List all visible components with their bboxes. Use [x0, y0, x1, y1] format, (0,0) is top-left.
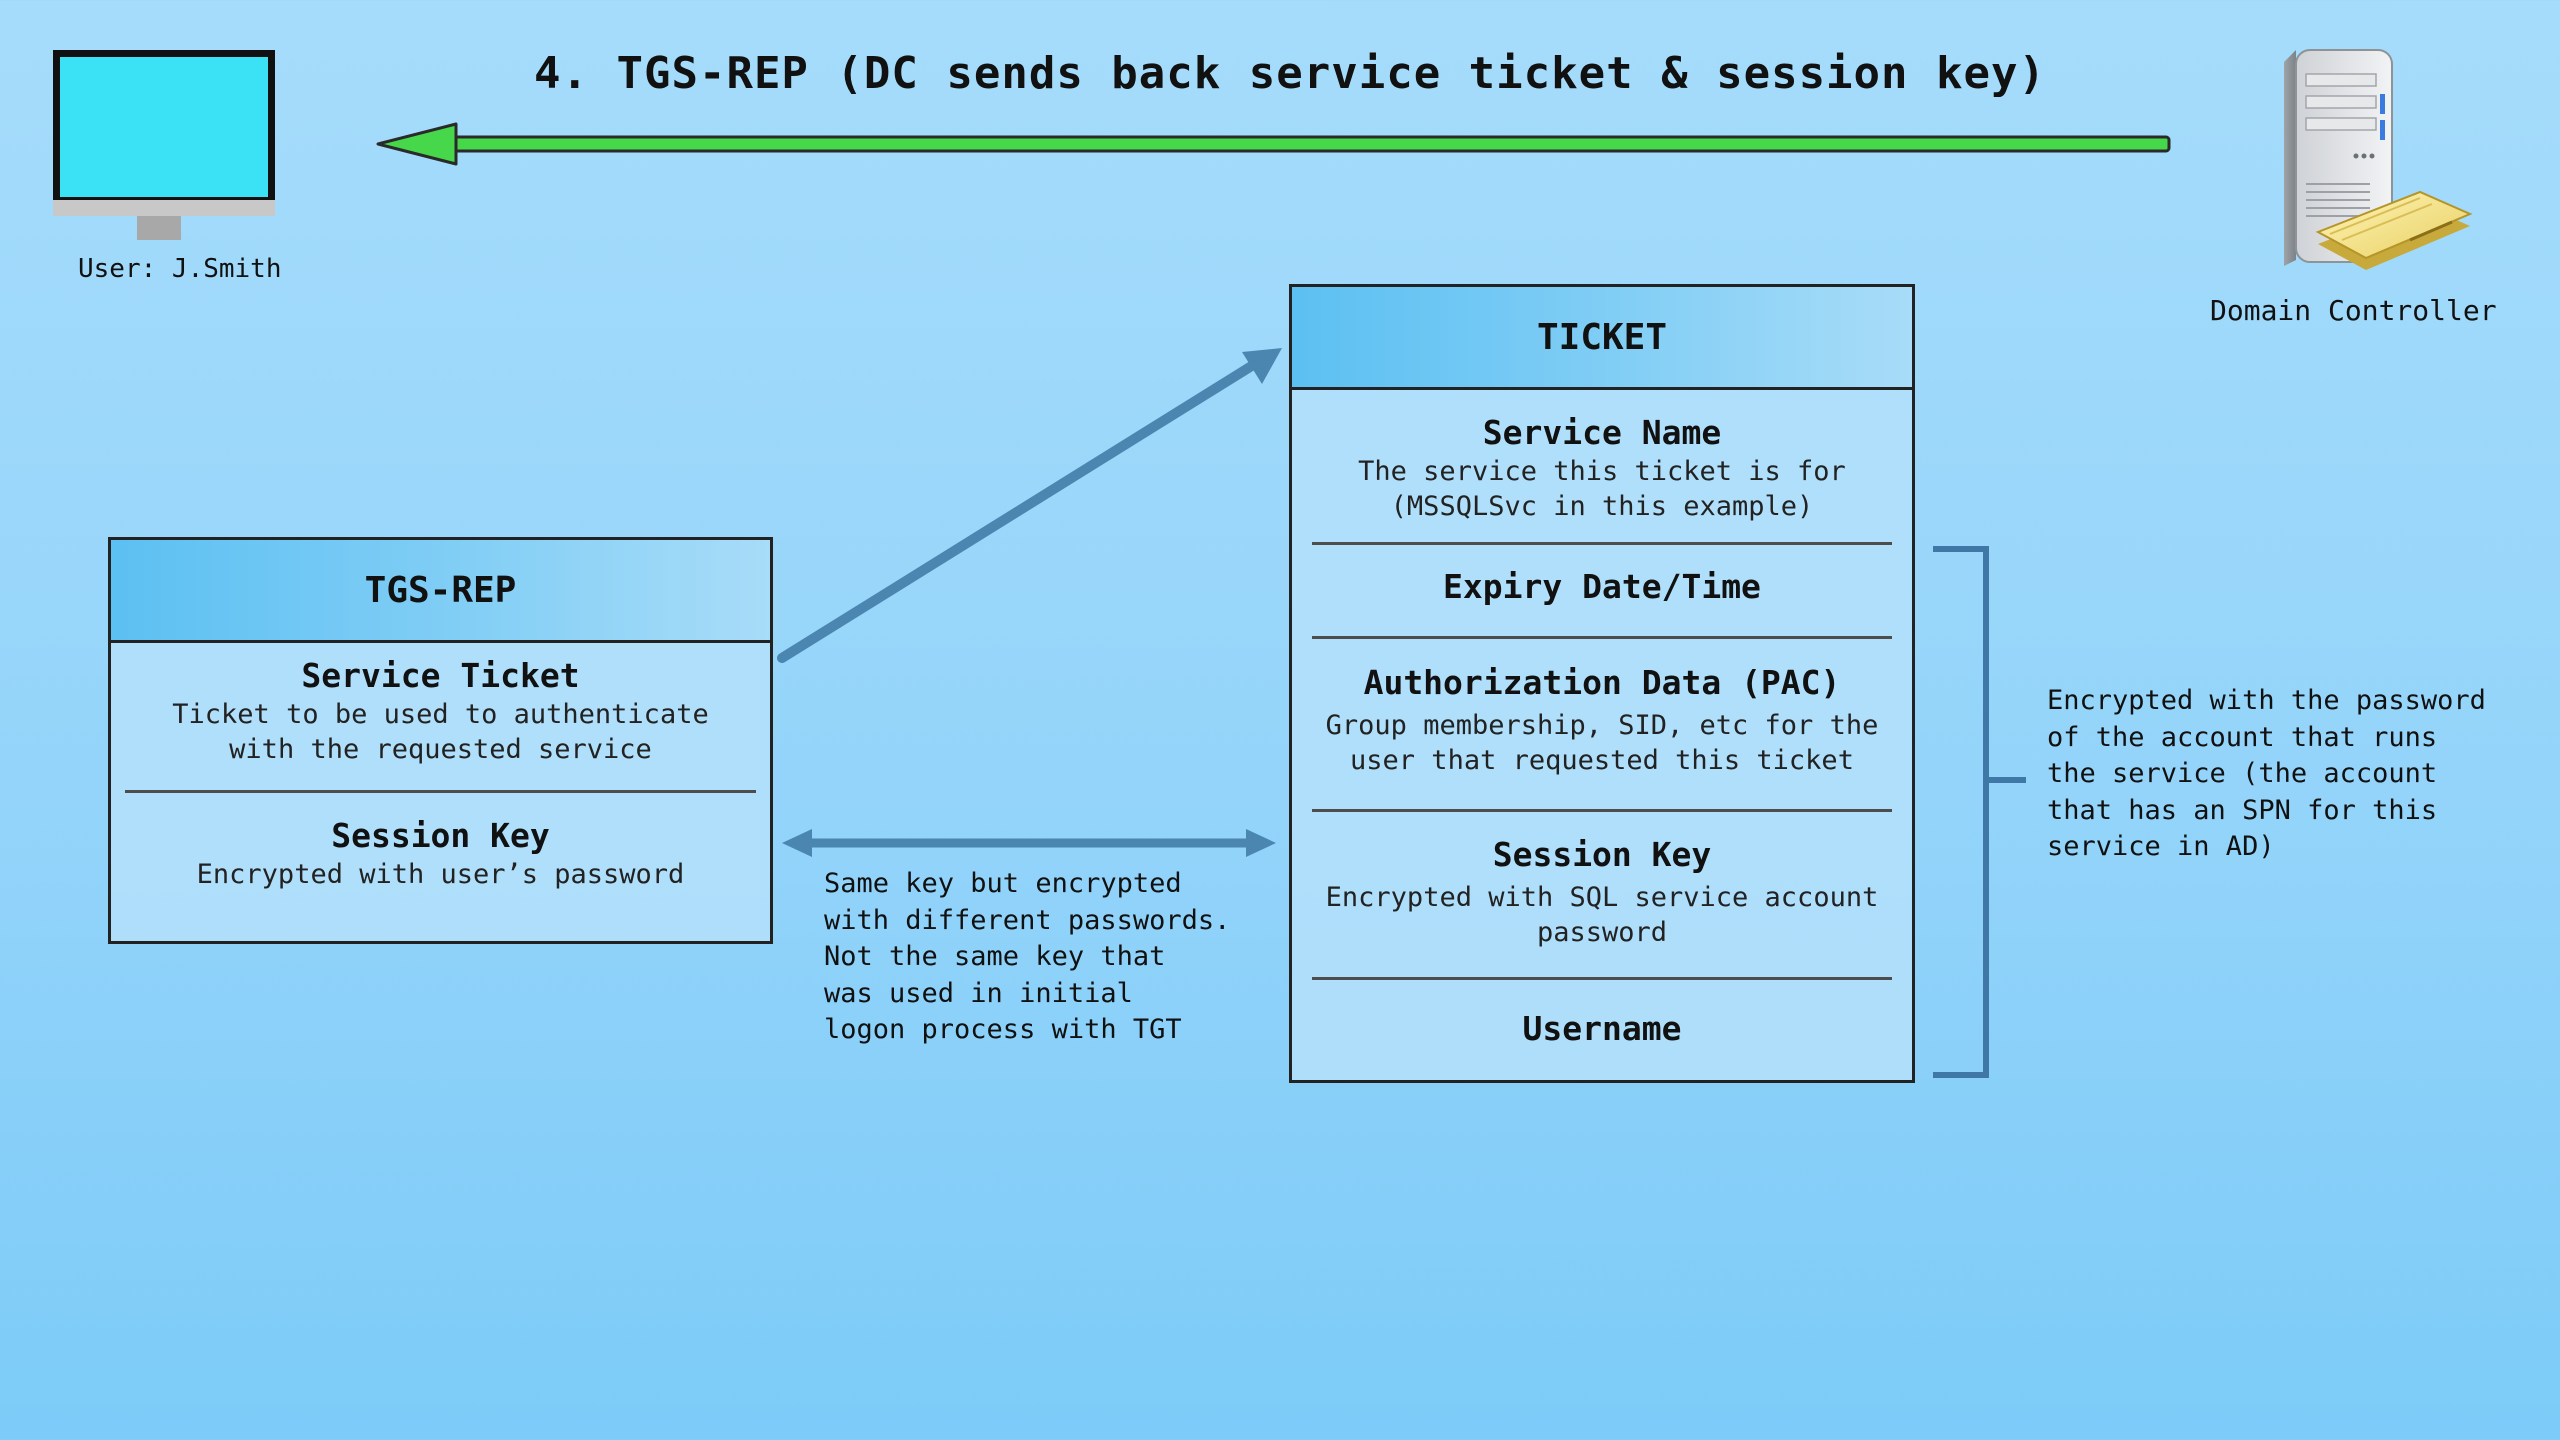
ticket-pac-field: Authorization Data (PAC) Group membershi…	[1292, 639, 1912, 809]
computer-monitor-icon	[53, 50, 275, 207]
ticket-box: TICKET Service Name The service this tic…	[1289, 284, 1915, 1083]
server-icon	[2284, 49, 2473, 270]
session-key-note: Same key but encrypted with different pa…	[824, 868, 1231, 1045]
field-title: Authorization Data (PAC)	[1363, 663, 1841, 702]
ticket-username-field: Username	[1292, 980, 1912, 1050]
field-title: Username	[1522, 1009, 1682, 1048]
field-description: Ticket to be used to authenticate with t…	[172, 699, 709, 765]
monitor-stand	[137, 216, 181, 240]
step-title: 4. TGS-REP (DC sends back service ticket…	[534, 48, 2046, 99]
field-title: Service Name	[1482, 413, 1722, 452]
ticket-expiry-field: Expiry Date/Time	[1292, 545, 1912, 636]
field-title: Session Key	[331, 816, 550, 855]
ticket-service-name-field: Service Name The service this ticket is …	[1292, 390, 1912, 542]
encrypted-section-bracket	[1933, 546, 2026, 1078]
domain-controller-label: Domain Controller	[2210, 294, 2497, 327]
field-description: Encrypted with user’s password	[196, 859, 685, 890]
field-divider	[1312, 809, 1892, 812]
ticket-header: TICKET	[1292, 287, 1912, 390]
field-divider	[1312, 542, 1892, 545]
field-description: Group membership, SID, etc for the user …	[1325, 710, 1879, 776]
field-title: Service Ticket	[301, 656, 580, 695]
service-ticket-arrow	[777, 348, 1282, 663]
tgs-rep-header: TGS-REP	[111, 540, 770, 643]
field-divider	[1312, 977, 1892, 980]
field-description: The service this ticket is for (MSSQLSvc…	[1358, 456, 1846, 522]
user-label: User: J.Smith	[78, 254, 282, 284]
encryption-note: Encrypted with the password of the accou…	[2047, 685, 2486, 862]
reply-arrow	[376, 122, 2171, 166]
field-title: Expiry Date/Time	[1443, 567, 1761, 606]
ticket-session-key-field: Session Key Encrypted with SQL service a…	[1292, 812, 1912, 977]
tgs-rep-box: TGS-REP Service Ticket Ticket to be used…	[108, 537, 773, 944]
field-title: Session Key	[1492, 835, 1712, 874]
field-divider	[125, 790, 756, 793]
field-divider	[1312, 636, 1892, 639]
field-description: Encrypted with SQL service account passw…	[1325, 882, 1879, 948]
tgs-session-key-field: Session Key Encrypted with user’s passwo…	[111, 793, 770, 892]
session-key-double-arrow	[782, 829, 1276, 857]
tgs-service-ticket-field: Service Ticket Ticket to be used to auth…	[111, 643, 770, 790]
monitor-chin	[53, 200, 275, 216]
